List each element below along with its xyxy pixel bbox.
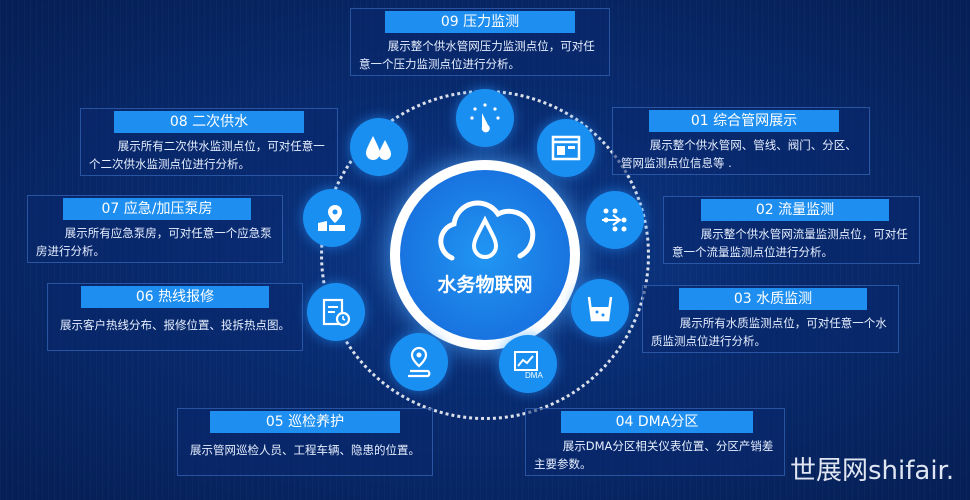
- module-05-box[interactable]: 05 巡检养护 展示管网巡检人员、工程车辆、隐患的位置。: [177, 408, 433, 476]
- node-01[interactable]: [537, 119, 595, 177]
- module-desc: 展示整个供水管网压力监测点位，可对任意一个压力监测点位进行分析。: [359, 39, 595, 71]
- map-pin-icon: [318, 205, 345, 231]
- node-08[interactable]: [350, 118, 408, 176]
- module-desc: 展示整个供水管网流量监测点位，可对任意一个流量监测点位进行分析。: [672, 227, 908, 259]
- module-04-box[interactable]: 04 DMA分区 展示DMA分区相关仪表位置、分区产销差主要参数。: [525, 408, 785, 476]
- module-title: 07 应急/加压泵房: [63, 198, 251, 220]
- module-01-box[interactable]: 01 综合管网展示 展示整个供水管网、管线、阀门、分区、管网监测点位信息等 .: [612, 107, 870, 175]
- route-pin-icon: [408, 346, 431, 378]
- module-06-box[interactable]: 06 热线报修 展示客户热线分布、报修位置、投拆热点图。: [47, 283, 303, 351]
- node-06[interactable]: [307, 283, 365, 341]
- module-07-box[interactable]: 07 应急/加压泵房 展示所有应急泵房，可对任意一个应急泵房进行分析。: [27, 195, 283, 263]
- node-09[interactable]: [456, 89, 514, 147]
- module-title: 01 综合管网展示: [649, 110, 839, 132]
- module-desc: 展示所有水质监测点位，可对任意一个水质监测点位进行分析。: [651, 316, 887, 348]
- module-desc: 展示客户热线分布、报修位置、投拆热点图。: [60, 318, 290, 332]
- module-desc: 展示所有二次供水监测点位，可对任意一个二次供水监测点位进行分析。: [89, 139, 325, 171]
- node-03[interactable]: [571, 279, 629, 337]
- center-title: 水务物联网: [437, 274, 533, 296]
- module-desc: 展示所有应急泵房，可对任意一个应急泵房进行分析。: [36, 226, 272, 258]
- beaker-icon: [587, 296, 613, 322]
- dma-label: DMA: [525, 371, 543, 380]
- flow-arrows-icon: [602, 208, 627, 232]
- node-02[interactable]: [586, 191, 644, 249]
- cloud-water-drop-icon: [438, 200, 536, 261]
- module-title: 03 水质监测: [679, 288, 867, 310]
- watermark: 世展网shifair.: [790, 456, 955, 486]
- pressure-gauge-icon: [470, 103, 500, 133]
- module-title: 09 压力监测: [385, 11, 575, 33]
- module-09-box[interactable]: 09 压力监测 展示整个供水管网压力监测点位，可对任意一个压力监测点位进行分析。: [350, 8, 610, 76]
- module-title: 08 二次供水: [114, 111, 304, 133]
- module-title: 04 DMA分区: [561, 411, 753, 433]
- dma-chart-icon: DMA: [514, 351, 543, 380]
- node-04[interactable]: DMA: [499, 335, 557, 393]
- browser-window-icon: [551, 135, 581, 161]
- module-desc: 展示整个供水管网、管线、阀门、分区、管网监测点位信息等 .: [621, 138, 857, 170]
- clipboard-clock-icon: [322, 298, 351, 327]
- module-08-box[interactable]: 08 二次供水 展示所有二次供水监测点位，可对任意一个二次供水监测点位进行分析。: [80, 108, 338, 176]
- module-desc: 展示管网巡检人员、工程车辆、隐患的位置。: [190, 443, 420, 457]
- module-desc: 展示DMA分区相关仪表位置、分区产销差主要参数。: [534, 439, 774, 471]
- module-03-box[interactable]: 03 水质监测 展示所有水质监测点位，可对任意一个水质监测点位进行分析。: [642, 285, 899, 353]
- module-title: 05 巡检养护: [210, 411, 400, 433]
- water-drops-icon: [366, 136, 391, 160]
- module-02-box[interactable]: 02 流量监测 展示整个供水管网流量监测点位，可对任意一个流量监测点位进行分析。: [663, 196, 920, 264]
- node-07[interactable]: [303, 189, 361, 247]
- module-title: 02 流量监测: [701, 199, 889, 221]
- module-title: 06 热线报修: [81, 286, 269, 308]
- node-05[interactable]: [390, 333, 448, 391]
